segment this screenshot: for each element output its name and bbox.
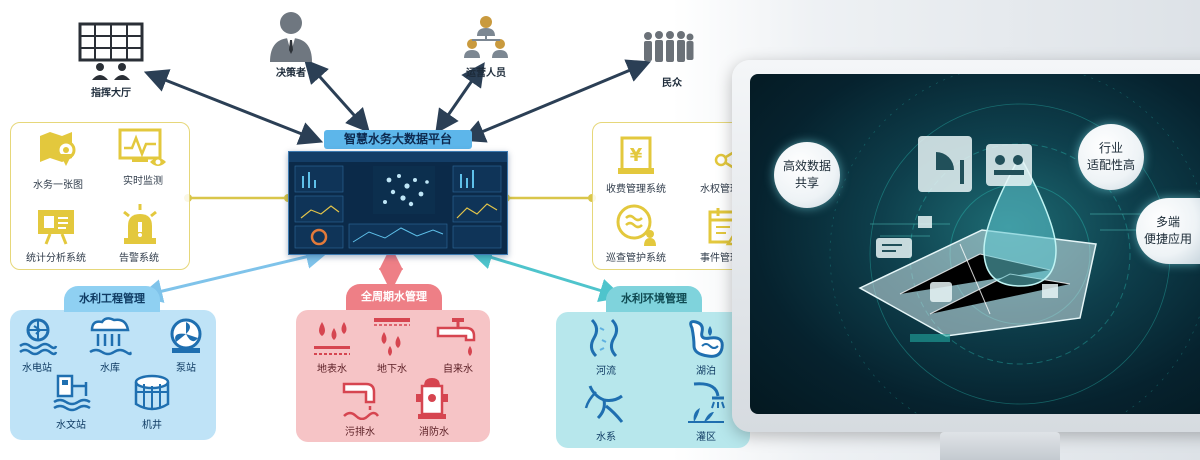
bubble-industry-fit-line1: 行业 bbox=[1098, 141, 1123, 155]
businessman-icon bbox=[266, 8, 316, 62]
label-public: 民众 bbox=[662, 78, 682, 89]
label-hydropower: 水电站 bbox=[22, 363, 52, 374]
bubble-multi-terminal-line1: 多端 bbox=[1155, 215, 1180, 229]
reservoir-icon bbox=[88, 316, 132, 356]
pump-station-icon bbox=[166, 316, 206, 356]
arrow-engineering bbox=[138, 245, 330, 303]
patrol-worker-icon bbox=[614, 202, 658, 246]
irrigation-icon bbox=[686, 380, 728, 424]
label-billing-system: 收费管理系统 bbox=[606, 184, 666, 195]
map-pin-icon bbox=[36, 128, 80, 172]
bubble-industry-fit: 行业适配性高 bbox=[1078, 124, 1144, 190]
svg-text:¥: ¥ bbox=[630, 145, 643, 166]
environment-box bbox=[556, 312, 750, 448]
label-decision-maker: 决策者 bbox=[276, 68, 306, 79]
label-well: 机井 bbox=[142, 420, 162, 431]
water-cycle-title: 全周期水管理 bbox=[346, 284, 442, 310]
label-water-rights-system: 水权管理系统 bbox=[700, 184, 760, 195]
groundwater-icon bbox=[372, 316, 412, 358]
sewage-icon bbox=[340, 378, 380, 421]
monitor-stand bbox=[940, 432, 1060, 460]
fire-hydrant-icon bbox=[414, 376, 450, 420]
surface-water-icon bbox=[312, 318, 352, 358]
label-event-system: 事件管理系统 bbox=[700, 253, 760, 264]
video-wall-icon bbox=[78, 22, 144, 82]
label-groundwater: 地下水 bbox=[377, 364, 407, 375]
label-tap-water: 自来水 bbox=[443, 364, 473, 375]
river-icon bbox=[586, 318, 626, 358]
label-operations-staff: 运营人员 bbox=[466, 68, 506, 79]
arrow-command bbox=[143, 69, 324, 145]
label-surface-water: 地表水 bbox=[317, 364, 347, 375]
label-alarm-system: 告警系统 bbox=[119, 253, 159, 264]
yuan-payment-icon: ¥ bbox=[616, 136, 656, 176]
environment-title: 水利环境管理 bbox=[606, 286, 702, 312]
monitor-screen bbox=[750, 74, 1200, 414]
arrow-public bbox=[460, 59, 652, 143]
label-reservoir: 水库 bbox=[100, 363, 120, 374]
tap-water-icon bbox=[436, 316, 480, 358]
lake-icon bbox=[684, 318, 728, 360]
platform-screen bbox=[288, 151, 508, 255]
hydropower-icon bbox=[18, 316, 58, 356]
label-hydrological-station: 水文站 bbox=[56, 420, 86, 431]
label-command-hall: 指挥大厅 bbox=[91, 88, 131, 99]
label-water-system: 水系 bbox=[596, 432, 616, 443]
well-icon bbox=[132, 374, 172, 412]
monitor-eye-icon bbox=[116, 128, 170, 170]
bubble-data-sharing: 高效数据共享 bbox=[774, 142, 840, 208]
label-water-map: 水务一张图 bbox=[33, 180, 83, 191]
arrow-ops bbox=[435, 62, 485, 134]
arrow-environment bbox=[468, 245, 624, 303]
water-system-icon bbox=[584, 382, 628, 426]
label-patrol-system: 巡查管护系统 bbox=[606, 253, 666, 264]
crowd-icon bbox=[640, 30, 694, 66]
label-fire-water: 消防水 bbox=[419, 427, 449, 438]
bubble-multi-terminal-line2: 便捷应用 bbox=[1143, 232, 1192, 246]
label-river: 河流 bbox=[596, 366, 616, 377]
presentation-board-icon bbox=[36, 206, 76, 246]
arrow-decision bbox=[304, 59, 370, 133]
label-lake: 湖泊 bbox=[696, 366, 716, 377]
hydrological-station-icon bbox=[52, 372, 92, 412]
label-statistics-system: 统计分析系统 bbox=[26, 253, 86, 264]
bubble-data-sharing-line2: 共享 bbox=[794, 176, 819, 190]
bubble-industry-fit-line2: 适配性高 bbox=[1086, 158, 1135, 172]
engineering-title: 水利工程管理 bbox=[64, 286, 160, 312]
bubble-multi-terminal: 多端便捷应用 bbox=[1136, 198, 1200, 264]
alarm-siren-icon bbox=[120, 202, 160, 246]
label-pump-station: 泵站 bbox=[176, 363, 196, 374]
label-sewage: 污排水 bbox=[345, 427, 375, 438]
label-irrigation: 灌区 bbox=[696, 432, 716, 443]
platform-title: 智慧水务大数据平台 bbox=[324, 130, 472, 149]
bubble-data-sharing-line1: 高效数据 bbox=[782, 159, 831, 173]
label-real-time-monitoring: 实时监测 bbox=[123, 176, 163, 187]
team-hierarchy-icon bbox=[460, 14, 512, 62]
